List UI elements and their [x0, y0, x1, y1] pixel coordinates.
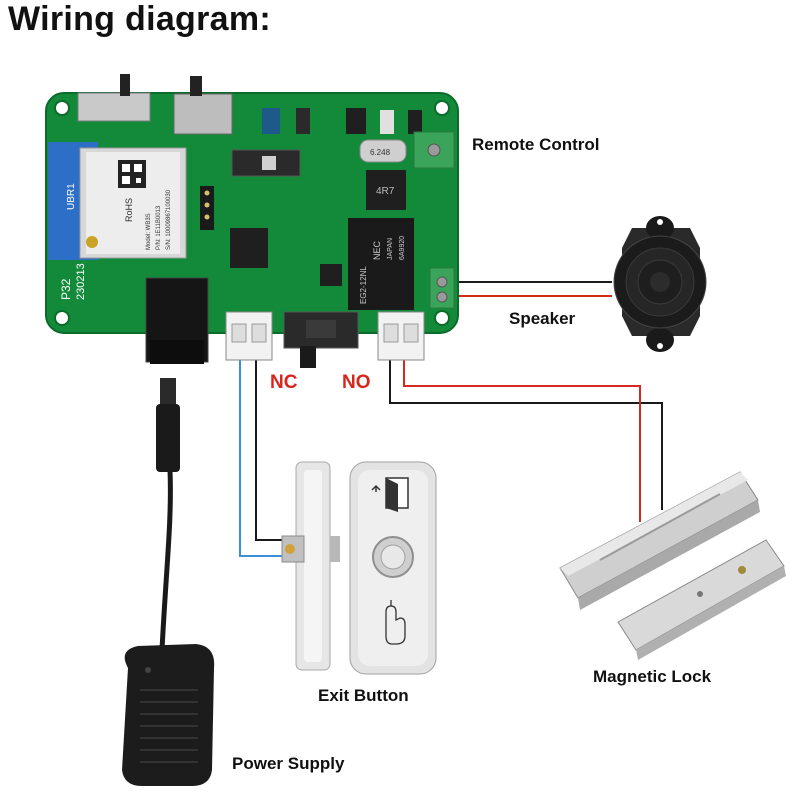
magnetic-lock-device — [559, 471, 786, 660]
magnetic-lock-label: Magnetic Lock — [593, 667, 712, 686]
power-supply-label: Power Supply — [232, 754, 345, 773]
relay-line-4: 6A9920 — [399, 236, 406, 260]
module-pn: P/N: 1E11B0013 — [156, 205, 162, 250]
nc-wire-black — [255, 358, 285, 541]
module-model: Model: WB3S — [146, 213, 152, 250]
antenna-label: UBR1 — [66, 183, 77, 210]
board-date: 230213 — [75, 263, 87, 300]
exit-button-device — [281, 461, 437, 675]
power-supply-device — [122, 378, 215, 786]
door-open-icon — [371, 477, 409, 512]
speaker-device — [613, 216, 707, 352]
page-title: Wiring diagram: — [8, 0, 271, 38]
nc-wire-blue — [239, 358, 285, 557]
remote-control-label: Remote Control — [472, 135, 600, 154]
no-wire-red — [403, 358, 641, 522]
no-wire-black — [389, 358, 663, 510]
inductor-label: 4R7 — [376, 186, 395, 197]
relay-line-1: EG2-12NL — [359, 266, 368, 304]
relay-line-3: JAPAN — [387, 238, 394, 260]
controller-board: P32 230213 UBR1 RoHS Model: WB3S P/N: 1E… — [45, 74, 459, 368]
nc-port-label: NC — [270, 372, 298, 393]
wires — [159, 281, 663, 651]
power-cable — [159, 469, 173, 651]
board-model: P32 — [59, 278, 73, 300]
relay-line-2: NEC — [372, 240, 382, 260]
exit-button-label: Exit Button — [318, 686, 409, 705]
module-rohs: RoHS — [124, 198, 134, 222]
speaker-label: Speaker — [509, 309, 576, 328]
push-hand-icon — [385, 600, 406, 645]
module-sn: S/N: 10009867100030 — [166, 189, 172, 250]
no-port-label: NO — [342, 372, 371, 393]
crystal-label: 6.248 — [370, 148, 391, 157]
